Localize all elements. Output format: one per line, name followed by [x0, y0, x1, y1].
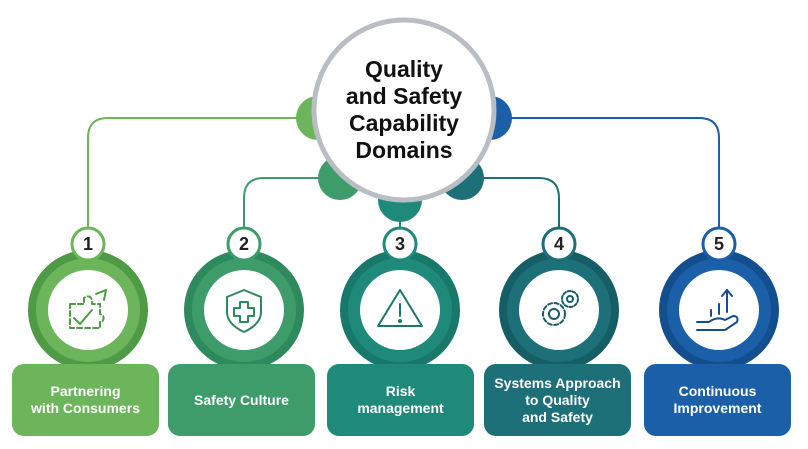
- connector-lines: [87, 117, 720, 229]
- domain-number-4: 4: [553, 233, 564, 254]
- number-badge-5: [701, 226, 737, 262]
- number-badge-4: [541, 226, 577, 262]
- domain-number-1: 1: [82, 233, 93, 254]
- shield-cross-icon: [226, 289, 262, 333]
- domain-label-2: Safety Culture: [168, 364, 315, 436]
- domain-label-4: Systems Approach to Quality and Safety: [484, 364, 631, 436]
- domain-node-3: [340, 226, 460, 370]
- domain-number-2: 2: [238, 233, 249, 254]
- domain-node-2: [184, 226, 304, 370]
- number-badge-1: [70, 226, 106, 262]
- central-title: Quality and Safety Capability Domains: [345, 56, 463, 163]
- domain-node-5: [659, 226, 779, 370]
- domain-label-3: Risk management: [327, 364, 474, 436]
- connector-line-4: [462, 177, 560, 229]
- domain-label-1: Partnering with Consumers: [12, 364, 159, 436]
- warning-icon: [377, 289, 423, 327]
- central-circle: [311, 17, 497, 203]
- connector-line-1: [87, 117, 318, 229]
- domain-label-5: Continuous Improvement: [644, 364, 791, 436]
- domain-number-5: 5: [713, 233, 724, 254]
- number-badge-2: [226, 226, 262, 262]
- connector-line-5: [490, 117, 720, 229]
- number-badge-3: [382, 226, 418, 262]
- domain-node-4: [499, 226, 619, 370]
- domain-number-3: 3: [394, 233, 405, 254]
- connector-line-2: [243, 177, 340, 229]
- growth-hand-icon: [696, 289, 739, 331]
- gears-icon: [542, 290, 579, 326]
- domain-node-1: [28, 226, 148, 370]
- puzzle-icon: [69, 289, 107, 329]
